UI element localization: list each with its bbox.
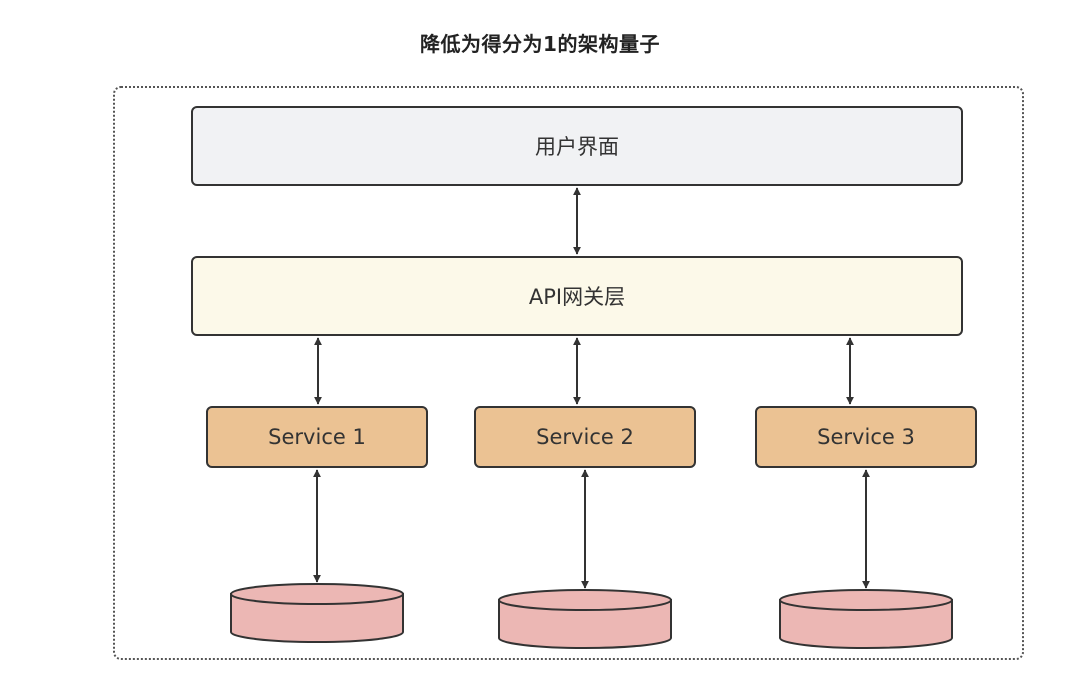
service-3-box: Service 3	[755, 406, 977, 468]
service-1-label: Service 1	[268, 425, 366, 449]
database-2-icon	[498, 589, 672, 649]
architecture-quantum-boundary	[113, 86, 1024, 660]
user-interface-label: 用户界面	[535, 135, 619, 159]
database-3-icon	[779, 589, 953, 649]
database-1-icon	[230, 583, 404, 643]
service-2-box: Service 2	[474, 406, 696, 468]
service-1-box: Service 1	[206, 406, 428, 468]
api-gateway-label: API网关层	[528, 285, 626, 309]
service-3-label: Service 3	[817, 425, 915, 449]
api-gateway-layer: API网关层	[191, 256, 963, 336]
diagram-title: 降低为得分为1的架构量子	[420, 32, 660, 56]
user-interface-layer: 用户界面	[191, 106, 963, 186]
service-2-label: Service 2	[536, 425, 634, 449]
